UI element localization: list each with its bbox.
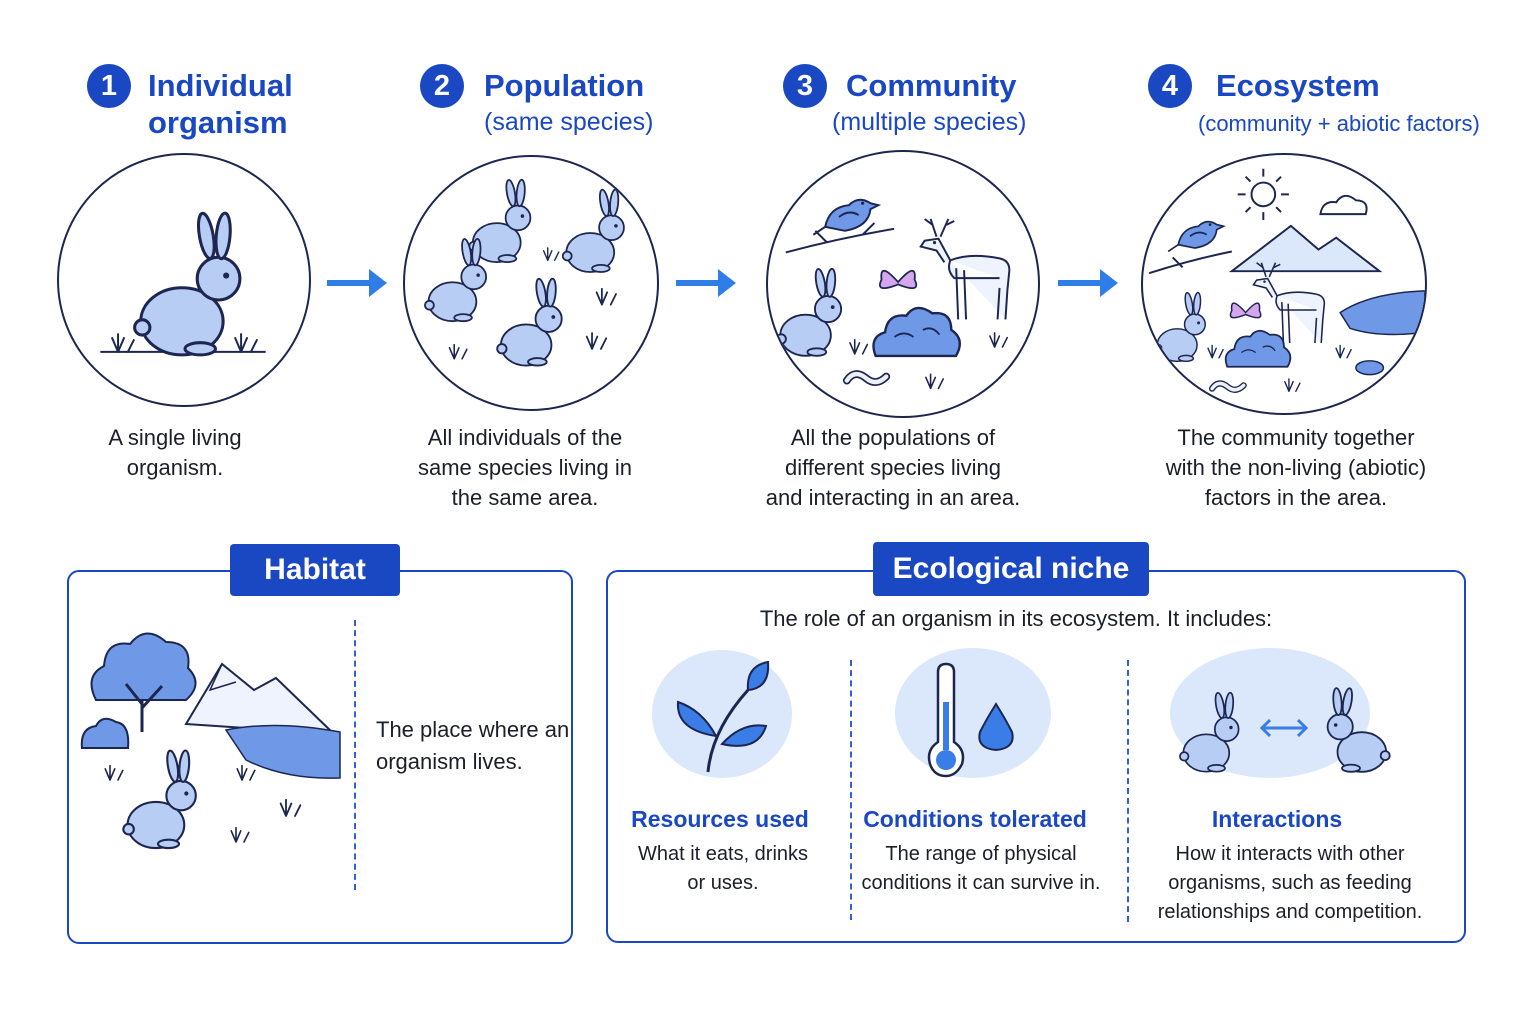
leaf-icon bbox=[672, 660, 772, 781]
conditions-tolerated-title: Conditions tolerated bbox=[863, 806, 1087, 832]
level-subtitle-ecosystem: (community + abiotic factors) bbox=[1198, 111, 1480, 136]
level-title-ecosystem: Ecosystem bbox=[1216, 68, 1380, 103]
individual-organism-illustration bbox=[57, 153, 311, 407]
step-number-3: 3 bbox=[783, 64, 827, 108]
level-title-individual-line2: organism bbox=[148, 105, 288, 140]
level-subtitle-community: (multiple species) bbox=[832, 108, 1027, 136]
community-illustration bbox=[766, 150, 1040, 418]
level-title-individual: Individual bbox=[148, 68, 293, 103]
niche-intro: The role of an organism in its ecosystem… bbox=[759, 606, 1273, 631]
level-title-community: Community bbox=[846, 68, 1017, 103]
step-number-2: 2 bbox=[420, 64, 464, 108]
niche-divider bbox=[1127, 660, 1129, 922]
rabbit-icon bbox=[133, 210, 242, 357]
niche-divider bbox=[850, 660, 852, 920]
ecological-niche-tag: Ecological niche bbox=[873, 542, 1149, 596]
arrow-right-icon bbox=[676, 265, 738, 301]
level-subtitle-population: (same species) bbox=[484, 108, 654, 136]
step-number-1: 1 bbox=[87, 64, 131, 108]
habitat-illustration bbox=[76, 620, 348, 860]
step-number-4: 4 bbox=[1148, 64, 1192, 108]
arrow-right-icon bbox=[327, 265, 389, 301]
habitat-tag: Habitat bbox=[230, 544, 400, 596]
thermometer-icon bbox=[920, 662, 1020, 783]
population-illustration bbox=[403, 155, 659, 411]
resources-used-title: Resources used bbox=[631, 806, 809, 832]
thermometer-icon-background bbox=[895, 648, 1051, 778]
habitat-divider bbox=[354, 620, 356, 890]
interactions-title: Interactions bbox=[1211, 806, 1343, 832]
rabbits-interaction-icon bbox=[1160, 660, 1410, 785]
ecosystem-illustration bbox=[1141, 153, 1427, 415]
arrow-right-icon bbox=[1058, 265, 1120, 301]
level-title-population: Population bbox=[484, 68, 645, 103]
